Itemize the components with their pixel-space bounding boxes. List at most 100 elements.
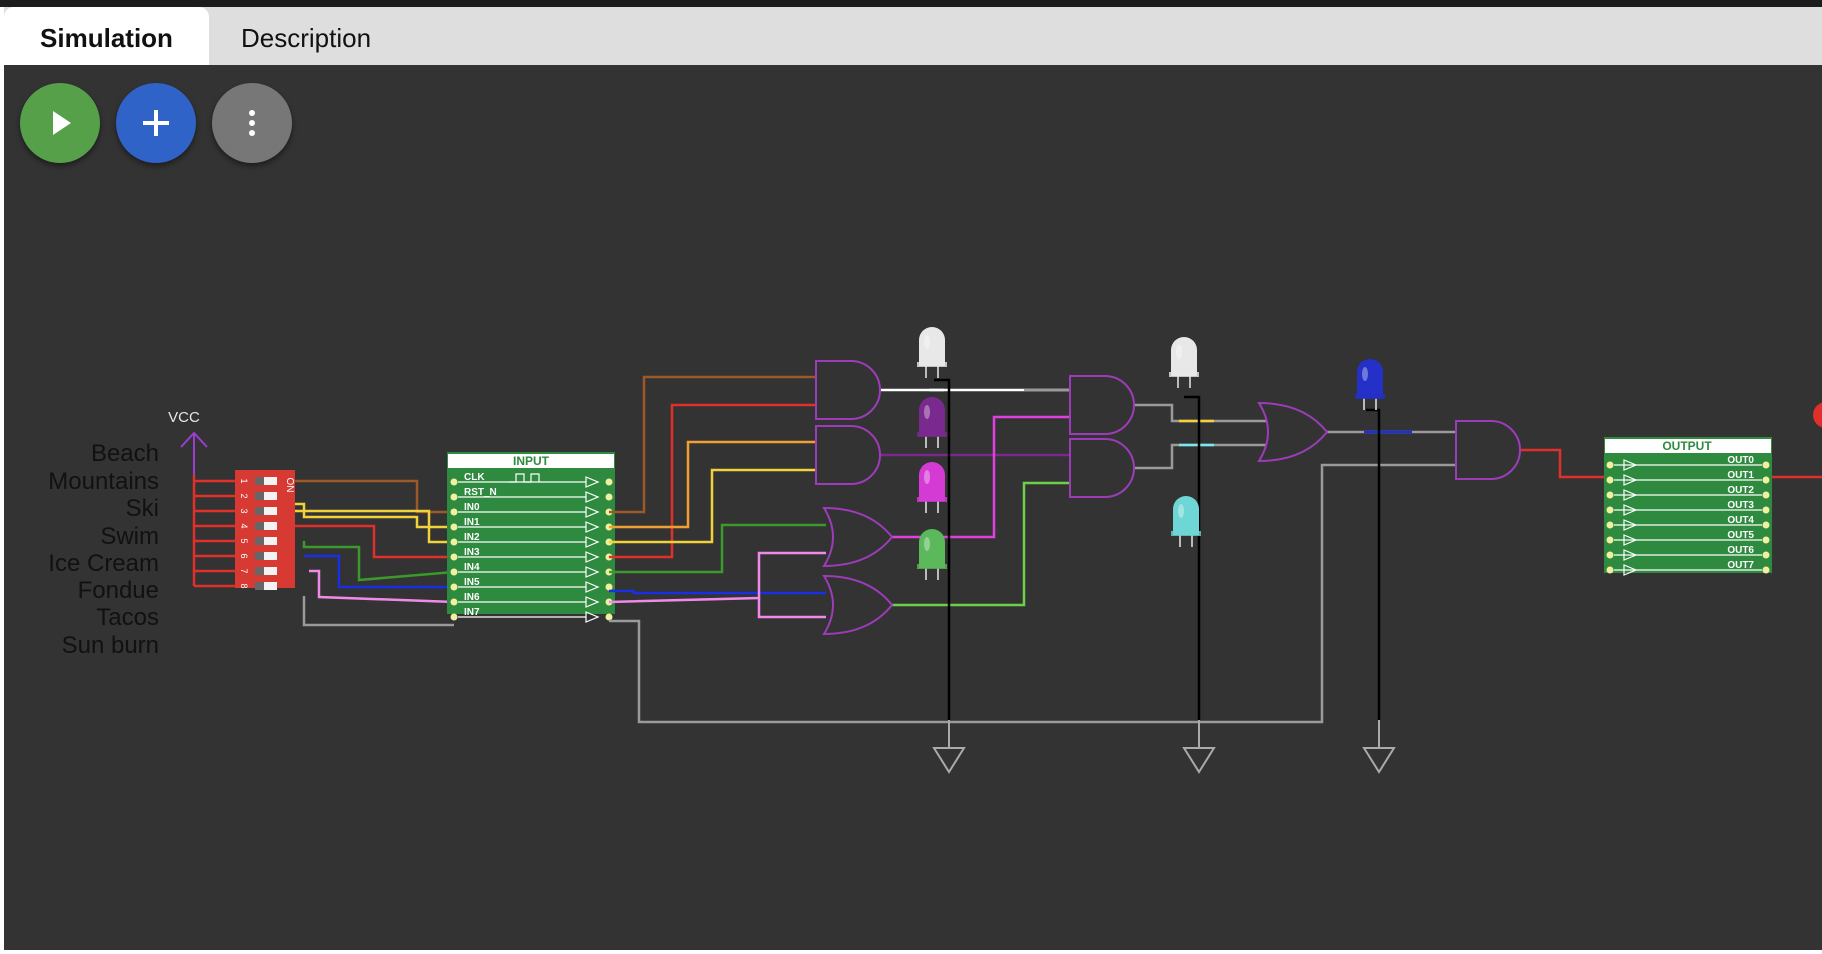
wire-blue — [609, 589, 826, 595]
led-highlight — [924, 470, 930, 484]
tab-description[interactable]: Description — [241, 23, 372, 53]
wire-red — [609, 403, 816, 559]
dip-toggle-knob — [255, 567, 264, 575]
wire-yellow — [295, 502, 454, 529]
dip-number: 5 — [239, 538, 249, 543]
dip-toggle-knob — [255, 582, 264, 590]
switch-label: Ice Cream — [48, 550, 159, 577]
output-pin-right — [1762, 566, 1770, 574]
led-white-1 — [917, 362, 947, 367]
input-pin-label: CLK — [464, 472, 485, 483]
input-pin-right — [605, 478, 613, 486]
and-gate-1 — [815, 360, 881, 420]
input-pin-left — [450, 583, 458, 591]
tab-simulation[interactable]: Simulation — [4, 7, 209, 65]
led-white-1 — [919, 327, 945, 353]
output-block-title: OUTPUT — [1662, 439, 1712, 453]
buffer-icon — [585, 536, 600, 548]
dip-toggle-knob — [255, 537, 264, 545]
input-pin-right — [605, 613, 613, 621]
vcc-arrow-icon — [180, 431, 208, 475]
logic-gates[interactable] — [815, 360, 1521, 636]
play-icon — [53, 111, 71, 135]
and-gate-2 — [815, 425, 881, 485]
input-pin-label: IN0 — [464, 502, 480, 513]
wire-gray — [609, 463, 1456, 724]
led-blue — [1357, 359, 1383, 385]
led-red — [1813, 402, 1822, 428]
led-purple — [917, 432, 947, 437]
buffer-icon — [585, 596, 600, 608]
input-pin-label: IN3 — [464, 547, 480, 558]
dip-toggle — [255, 582, 277, 590]
output-pin-label: OUT0 — [1727, 455, 1754, 466]
led-highlight — [924, 335, 930, 349]
wire-green — [609, 523, 826, 574]
dip-toggle-knob — [255, 552, 264, 560]
wire-gray — [1134, 443, 1266, 470]
input-pin-left — [450, 478, 458, 486]
buffer-icon — [1623, 459, 1638, 471]
led-highlight — [924, 537, 930, 551]
output-pin-left — [1606, 536, 1614, 544]
window-top-bar — [0, 0, 1822, 7]
and-gate-4 — [1069, 438, 1135, 498]
output-pin-label: OUT7 — [1727, 560, 1754, 571]
input-pin-label: IN7 — [464, 607, 480, 618]
wire-gray — [1134, 403, 1266, 423]
led-magenta — [919, 462, 945, 488]
input-pin-left — [450, 553, 458, 561]
input-pin-label: RST_N — [464, 487, 497, 498]
ground-symbols — [932, 720, 1396, 774]
dip-number: 6 — [239, 553, 249, 558]
led-indicators[interactable] — [917, 327, 1822, 720]
input-pin-left — [450, 598, 458, 606]
led-white-2 — [1171, 337, 1197, 363]
buffer-icon — [1623, 474, 1638, 486]
wire-green — [302, 541, 455, 582]
vcc-label: VCC — [168, 409, 200, 426]
led-highlight — [1176, 345, 1182, 359]
switch-label: Beach — [91, 440, 159, 467]
output-pin-right — [1762, 461, 1770, 469]
led-highlight — [1178, 504, 1184, 518]
input-block-title: INPUT — [513, 454, 550, 468]
buffer-icon — [585, 521, 600, 533]
output-pin-left — [1606, 491, 1614, 499]
output-pin-left — [1606, 476, 1614, 484]
output-pin-label: OUT3 — [1727, 500, 1754, 511]
or-gate-2 — [822, 574, 894, 636]
or-gate-1 — [822, 506, 894, 568]
more-options-button[interactable] — [212, 83, 292, 163]
dip-toggle — [255, 507, 277, 515]
dip-toggle — [255, 522, 277, 530]
dip-toggle-knob — [255, 492, 264, 500]
input-pin-left — [450, 493, 458, 501]
wire-brown — [295, 479, 454, 514]
buffer-icon — [585, 581, 600, 593]
and-gate-3 — [1069, 375, 1135, 435]
input-pin-right — [605, 493, 613, 501]
dip-toggle — [255, 552, 277, 560]
output-pin-right — [1762, 476, 1770, 484]
buffer-icon — [585, 551, 600, 563]
buffer-icon — [1623, 534, 1638, 546]
dip-number: 8 — [239, 583, 249, 588]
switch-label: Mountains — [48, 468, 159, 495]
run-simulation-button[interactable] — [20, 83, 100, 163]
ground-wire-2 — [1184, 395, 1201, 720]
tab-bar — [4, 7, 1822, 65]
dip-toggle — [255, 492, 277, 500]
dip-number: 2 — [239, 493, 249, 498]
add-component-button[interactable] — [116, 83, 196, 163]
led-cyan — [1171, 531, 1201, 536]
output-pin-label: OUT5 — [1727, 530, 1754, 541]
input-pin-label: IN6 — [464, 592, 480, 603]
wire-orange — [609, 440, 816, 529]
